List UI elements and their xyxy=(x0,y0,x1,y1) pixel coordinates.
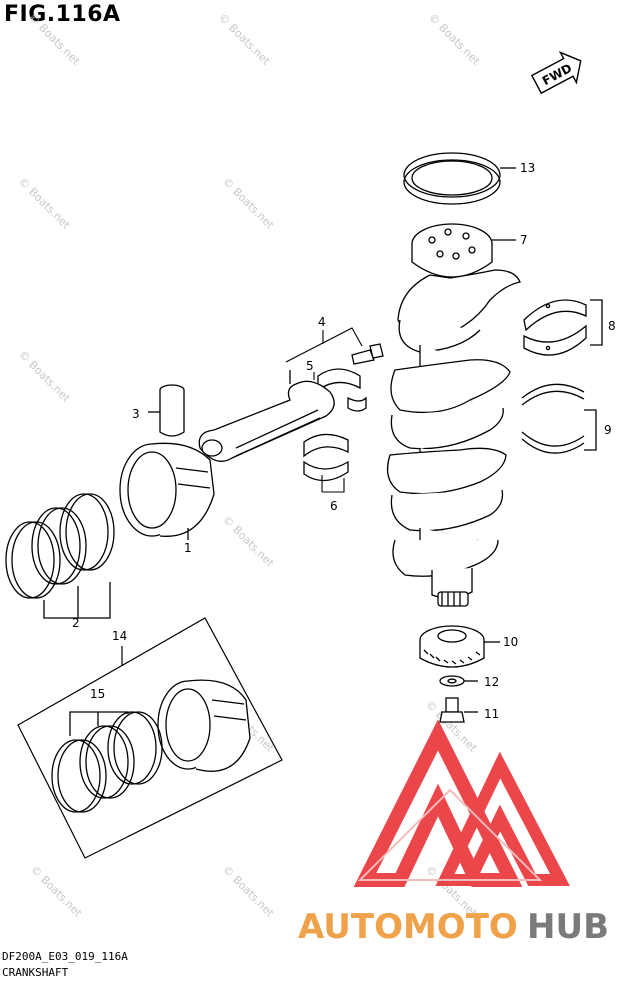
part-7-crankshaft xyxy=(386,223,521,607)
watermark: © Boats.net xyxy=(216,11,273,68)
watermark: © Boats.net xyxy=(220,175,277,232)
callout-5: 5 xyxy=(306,359,314,373)
connecting-rod xyxy=(198,370,335,462)
part-8-bearing xyxy=(523,299,603,356)
callout-7: 7 xyxy=(520,233,528,247)
part-9-thrust-washer xyxy=(521,383,597,454)
callout-12: 12 xyxy=(484,675,499,689)
watermark: © Boats.net xyxy=(426,11,483,68)
logo-text-hub: HUB xyxy=(527,907,609,947)
logo-text-automoto: AUTOMOTO xyxy=(298,907,518,947)
callout-15: 15 xyxy=(90,687,105,701)
watermark: © Boats.net xyxy=(16,348,73,405)
part-14-piston-assembly-box xyxy=(17,617,283,859)
figure-title: FIG.116A xyxy=(4,2,121,27)
figure-name: CRANKSHAFT xyxy=(2,966,69,979)
part-12-washer xyxy=(439,675,478,687)
part-1-piston xyxy=(119,442,215,540)
automotohub-logo xyxy=(353,719,570,887)
part-6-rod-bearing xyxy=(303,433,349,482)
part-13-seal xyxy=(403,152,516,205)
part-15-rings xyxy=(51,711,163,813)
callout-6: 6 xyxy=(330,499,338,513)
watermark: © Boats.net xyxy=(220,513,277,570)
callout-11: 11 xyxy=(484,707,499,721)
callout-9: 9 xyxy=(604,423,612,437)
part-3-piston-pin xyxy=(148,384,185,437)
figure-code: DF200A_E03_019_116A xyxy=(2,950,128,963)
watermark: © Boats.net xyxy=(28,863,85,920)
part-4-bolt xyxy=(351,343,384,365)
callout-2: 2 xyxy=(72,616,80,630)
watermark: © Boats.net xyxy=(16,175,73,232)
part-14-piston xyxy=(157,679,251,772)
callout-3: 3 xyxy=(132,407,140,421)
watermark: © Boats.net xyxy=(220,863,277,920)
callout-1: 1 xyxy=(184,541,192,555)
callout-13: 13 xyxy=(520,161,535,175)
callout-8: 8 xyxy=(608,319,616,333)
watermark: © Boats.net xyxy=(26,11,83,68)
part-2-rings xyxy=(5,493,115,619)
callout-4: 4 xyxy=(318,315,326,329)
part-11-bolt xyxy=(439,697,478,723)
callout-14: 14 xyxy=(112,629,127,643)
callout-lines-4-5-6 xyxy=(285,327,363,493)
part-10-gear xyxy=(419,625,500,668)
callout-10: 10 xyxy=(503,635,518,649)
fwd-arrow-icon: FWD xyxy=(530,51,582,95)
part-5-bearing-cap xyxy=(317,368,367,412)
